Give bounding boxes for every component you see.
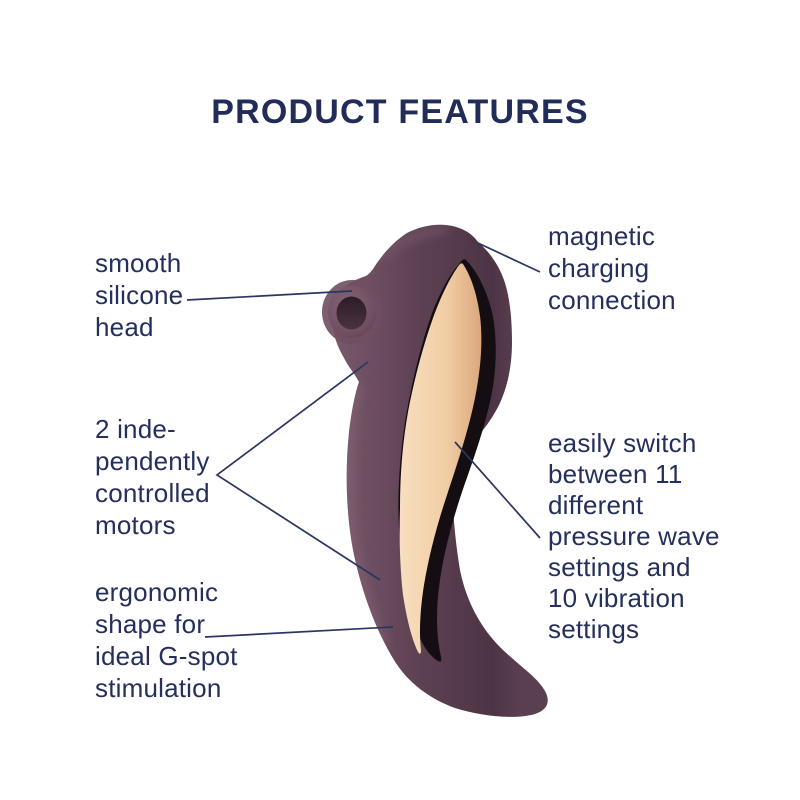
callout-label-pressure-vibration-settings: easily switch between 11 different press… bbox=[548, 428, 720, 644]
device-inlay-panel bbox=[399, 263, 482, 654]
suction-head-opening bbox=[336, 296, 367, 330]
callout-line-ergonomic-shape bbox=[204, 626, 394, 638]
callout-label-smooth-silicone-head: smooth silicone head bbox=[95, 248, 184, 342]
callout-line-settings bbox=[454, 441, 541, 539]
charging-notch bbox=[469, 238, 484, 252]
page-title: PRODUCT FEATURES bbox=[211, 93, 589, 131]
callout-lines bbox=[186, 242, 541, 638]
callout-line-silicone-head bbox=[186, 290, 353, 301]
callout-line-magnetic-charging bbox=[477, 242, 541, 273]
callout-label-magnetic-charging: magnetic charging connection bbox=[548, 221, 676, 315]
callout-line-motors bbox=[215, 361, 381, 581]
callout-label-independent-motors: 2 inde- pendently controlled motors bbox=[95, 414, 210, 540]
callout-label-ergonomic-shape: ergonomic shape for ideal G-spot stimula… bbox=[95, 577, 238, 703]
